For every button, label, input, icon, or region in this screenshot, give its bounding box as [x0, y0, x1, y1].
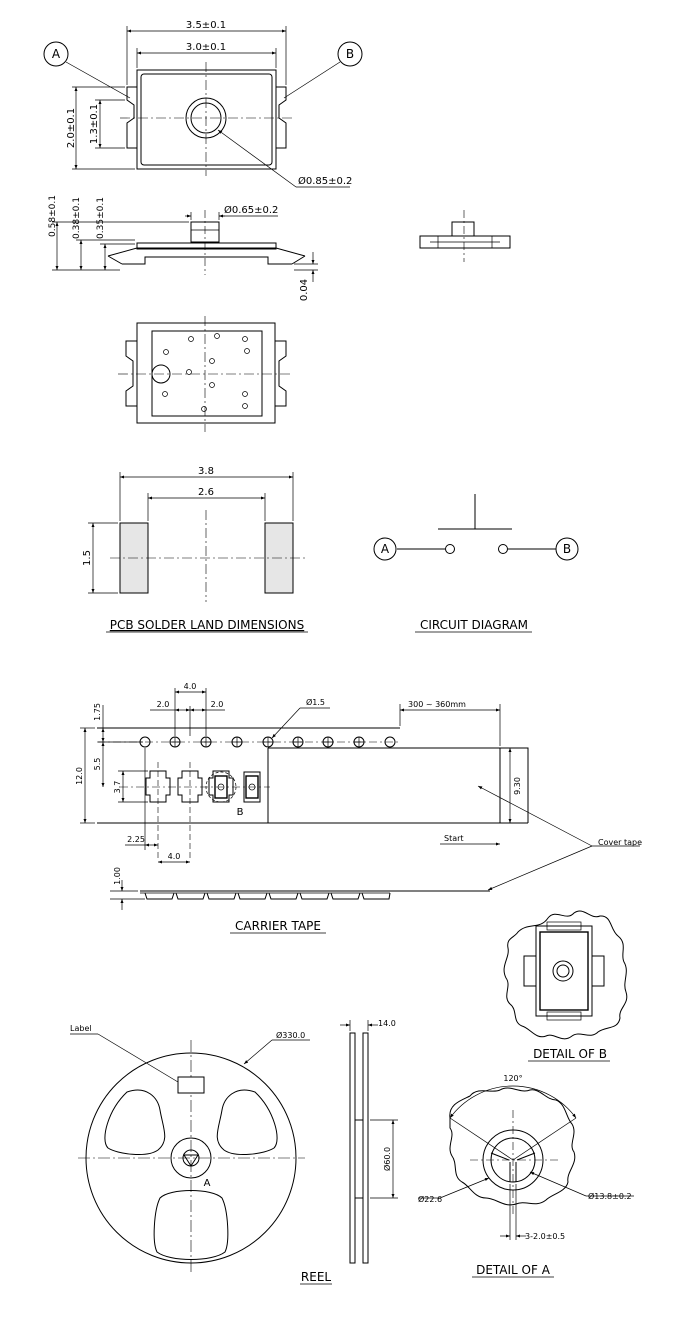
small-side-view — [419, 210, 511, 262]
carrier-dim-pocket: 3.7 — [113, 781, 122, 794]
dim-height-outer: 2.0±0.1 — [66, 108, 77, 148]
land-dim-inner: 2.6 — [198, 487, 214, 498]
heading-pcb-land: PCB SOLDER LAND DIMENSIONS — [110, 618, 304, 632]
reel-dim-hub: Ø60.0 — [382, 1147, 392, 1171]
dim-terminal: 0.04 — [299, 279, 310, 301]
heading-reel: REEL — [301, 1270, 332, 1284]
cover-tape-label: Cover tape — [598, 838, 642, 847]
marker-b: B — [346, 47, 354, 61]
dim-hole: Ø0.85±0.2 — [298, 175, 352, 187]
carrier-dim-leader: 300 ~ 360mm — [408, 700, 466, 709]
circuit-terminal-b: B — [563, 542, 571, 556]
side-view: 0.58±0.1 0.38±0.1 0.35±0.1 Ø0.65±0.2 0.0… — [48, 195, 318, 301]
carrier-dim-thickness: 1.00 — [113, 867, 122, 885]
dim-width-inner: 3.0±0.1 — [186, 42, 226, 53]
bottom-view — [118, 316, 292, 432]
carrier-dim-pocket-pitch: 4.0 — [168, 852, 181, 861]
carrier-start-label: Start — [444, 834, 464, 843]
detail-a: 120° Ø22.6 Ø13.8±0.2 3-2.0±0.5 — [418, 1074, 634, 1241]
detail-a-dim-key: 3-2.0±0.5 — [525, 1232, 565, 1241]
carrier-dim-cover: 9.30 — [513, 777, 522, 795]
detail-a-dim-angle: 120° — [503, 1074, 522, 1083]
heading-carrier-tape: CARRIER TAPE — [235, 919, 321, 933]
carrier-dim-half-right: 2.0 — [211, 700, 224, 709]
heading-circuit: CIRCUIT DIAGRAM — [420, 618, 528, 632]
bottom-pin-dots — [162, 333, 250, 412]
land-dim-outer: 3.8 — [198, 466, 214, 477]
top-view: 3.5±0.1 3.0±0.1 2.0±0.1 1.3±0.1 Ø0.85±0.… — [43, 20, 363, 188]
dim-height-inner: 1.3±0.1 — [89, 104, 100, 144]
detail-b — [503, 910, 628, 1040]
circuit-terminal-a: A — [381, 542, 390, 556]
heading-detail-a: DETAIL OF A — [476, 1263, 551, 1277]
heading-detail-b: DETAIL OF B — [533, 1047, 607, 1061]
carrier-side-view — [140, 890, 490, 900]
dim-width-outer: 3.5±0.1 — [186, 20, 226, 31]
reel-label-box — [177, 1076, 205, 1094]
contact-left — [445, 544, 455, 554]
dim-base-height: 0.35±0.1 — [96, 197, 106, 239]
circuit-diagram: A B — [373, 494, 579, 561]
reel-dim-width: 14.0 — [378, 1019, 396, 1028]
carrier-dim-center: 5.5 — [93, 758, 102, 771]
reel-label-text: Label — [70, 1024, 92, 1033]
marker-a: A — [52, 47, 61, 61]
reel-side: 14.0 Ø60.0 — [340, 1019, 398, 1264]
reel-dim-diameter: Ø330.0 — [276, 1030, 305, 1040]
reel-front: Label Ø330.0 A — [70, 1024, 310, 1275]
detail-a-dim-bore: Ø13.8±0.2 — [588, 1191, 632, 1201]
tape-pockets — [145, 770, 261, 803]
marker-b-circle — [337, 41, 363, 67]
carrier-dim-width: 12.0 — [75, 767, 84, 785]
dim-body-height: 0.38±0.1 — [72, 197, 82, 239]
dim-total-height: 0.58±0.1 — [48, 195, 58, 237]
marker-a-circle — [43, 41, 69, 67]
carrier-dim-half-left: 2.0 — [157, 700, 170, 709]
contact-right — [498, 544, 508, 554]
reel-marker-a: A — [204, 1178, 211, 1189]
carrier-dim-pitch: 4.0 — [184, 682, 197, 691]
land-dim-height: 1.5 — [82, 550, 93, 566]
detail-a-dim-outer: Ø22.6 — [418, 1194, 442, 1204]
carrier-dim-edge: 1.75 — [93, 703, 102, 721]
pcb-land-view: 3.8 2.6 1.5 — [82, 466, 305, 602]
dim-actuator: Ø0.65±0.2 — [224, 204, 278, 216]
carrier-tape: B 4.0 2.0 2.0 Ø1.5 300 ~ 360mm 12.0 1.75… — [75, 682, 642, 910]
carrier-marker-b: B — [237, 807, 244, 818]
carrier-dim-sprocket: Ø1.5 — [306, 697, 325, 707]
carrier-dim-offset: 2.25 — [127, 835, 145, 844]
